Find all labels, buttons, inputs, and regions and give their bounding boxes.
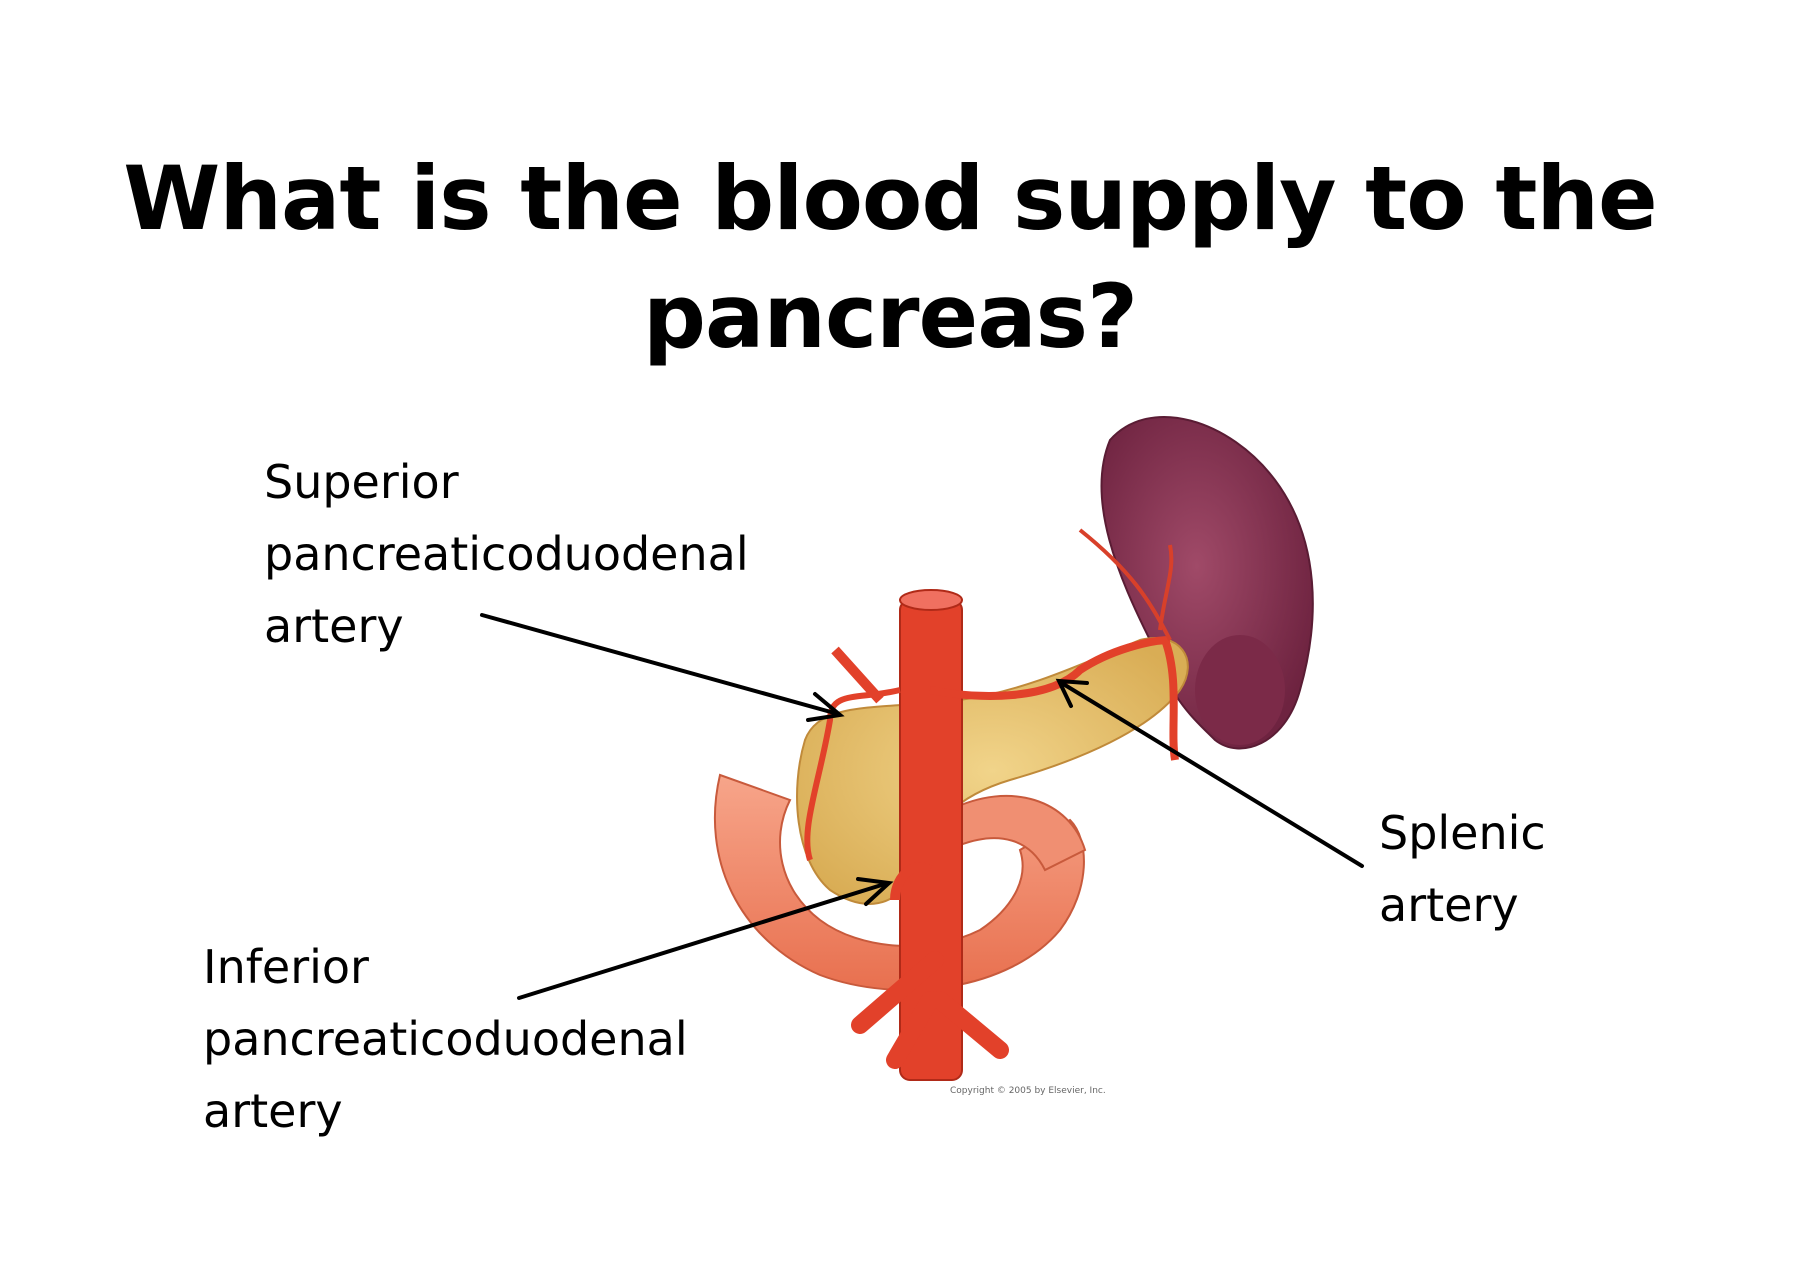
label-superior-pancreaticoduodenal-artery: Superior pancreaticoduodenal artery xyxy=(264,455,749,653)
slide-title: What is the blood supply to the pancreas… xyxy=(123,147,1657,368)
arrow-splenic xyxy=(1058,680,1364,868)
copyright-notice: Copyright © 2005 by Elsevier, Inc. xyxy=(950,1086,1106,1096)
arrow-inferior xyxy=(517,881,890,1000)
label-inferior-pancreaticoduodenal-artery: Inferior pancreaticoduodenal artery xyxy=(203,940,688,1138)
arrow-superior xyxy=(480,613,840,716)
label-splenic-artery: Splenic artery xyxy=(1379,806,1546,932)
